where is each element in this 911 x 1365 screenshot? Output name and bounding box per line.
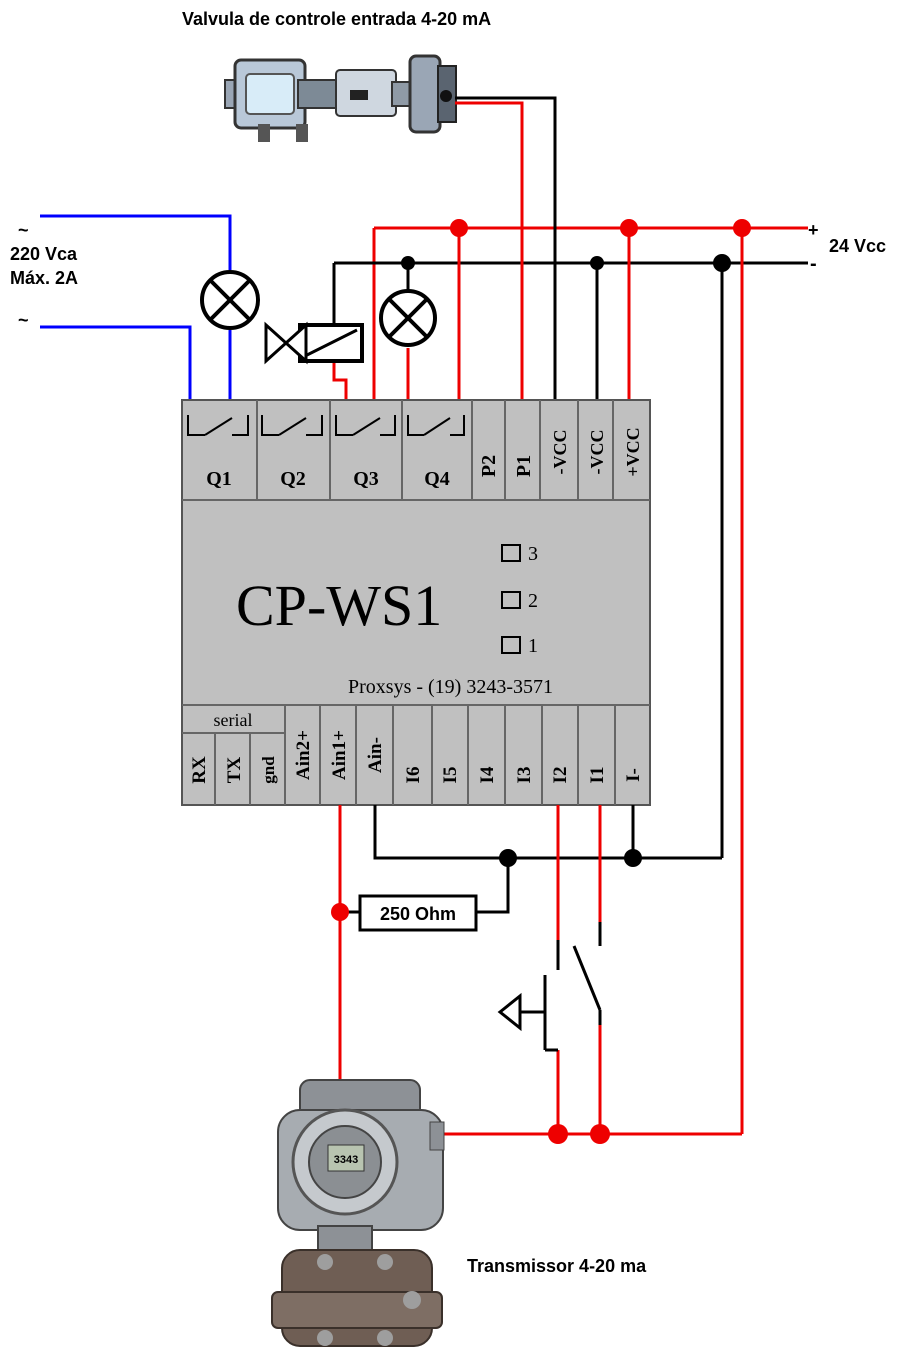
terminal-ain-minus: Ain-: [365, 737, 386, 773]
resistor-label: 250 Ohm: [380, 904, 456, 924]
terminal-ain1-plus: Ain1+: [329, 730, 350, 780]
dc-voltage-label: 24 Vcc: [829, 236, 886, 256]
terminal-p1: P1: [513, 455, 535, 477]
led-label-1: 1: [528, 635, 538, 657]
terminal-p2: P2: [478, 455, 500, 477]
ac-tilde-top: ~: [18, 220, 29, 240]
resistor-250-ohm: [358, 894, 478, 932]
terminal-rx: RX: [189, 756, 210, 784]
terminal-gnd: gnd: [259, 756, 278, 784]
terminal-tx: TX: [224, 757, 245, 784]
lamp-q4: [379, 289, 437, 347]
terminal-neg-vcc-2: -VCC: [587, 430, 607, 475]
terminal-q3: Q3: [353, 468, 379, 490]
cp-ws1-device: [181, 399, 651, 806]
serial-label: serial: [214, 710, 253, 730]
terminal-i1: I1: [587, 767, 608, 784]
transmitter-label: Transmissor 4-20 ma: [467, 1256, 647, 1276]
dc-minus-sign: -: [810, 253, 817, 275]
pushbutton-switch: [497, 922, 602, 1052]
terminal-q1: Q1: [206, 468, 232, 490]
terminal-i4: I4: [477, 766, 498, 783]
led-label-2: 2: [528, 590, 538, 612]
terminal-q4: Q4: [424, 468, 450, 490]
ac-tilde-bottom: ~: [18, 310, 29, 330]
solenoid-valve: [264, 321, 364, 365]
terminal-i5: I5: [440, 767, 461, 784]
ac-max-current-label: Máx. 2A: [10, 268, 78, 288]
valve-title: Valvula de controle entrada 4-20 mA: [182, 9, 491, 29]
control-valve: [224, 54, 457, 142]
terminal-q2: Q2: [280, 468, 306, 490]
transmitter-display-value: 3343: [334, 1154, 358, 1166]
terminal-neg-vcc-1: -VCC: [550, 430, 570, 475]
device-name: CP-WS1: [236, 573, 442, 638]
pressure-transmitter: [271, 1079, 445, 1347]
ac-voltage-label: 220 Vca: [10, 244, 78, 264]
terminal-i3: I3: [514, 767, 535, 784]
terminal-i-minus: I-: [623, 768, 644, 782]
dc-plus-sign: +: [808, 220, 819, 240]
device-vendor: Proxsys - (19) 3243-3571: [348, 676, 553, 698]
terminal-ain2-plus: Ain2+: [293, 730, 314, 780]
terminal-i6: I6: [403, 767, 424, 784]
terminal-i2: I2: [550, 767, 571, 784]
lamp-q1: [200, 270, 260, 330]
led-label-3: 3: [528, 543, 538, 565]
terminal-pos-vcc: +VCC: [623, 427, 643, 476]
